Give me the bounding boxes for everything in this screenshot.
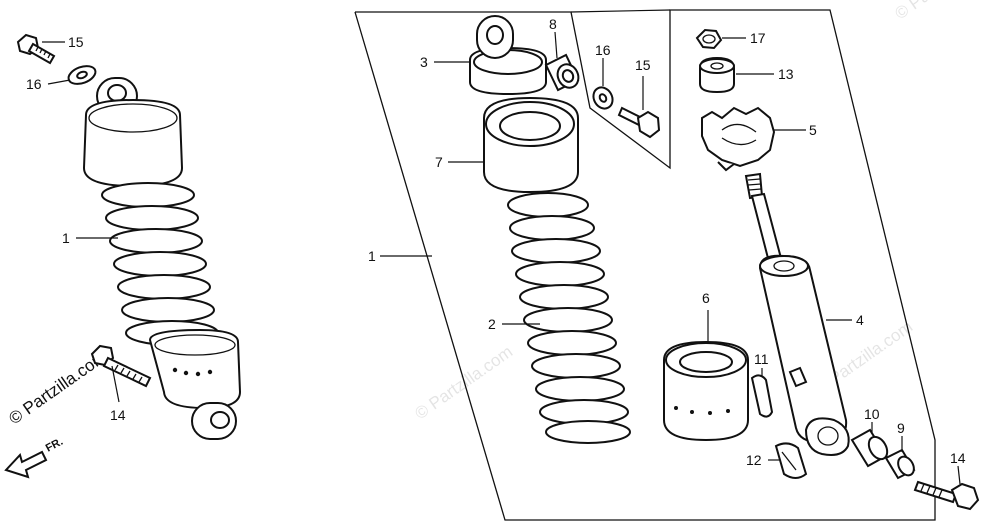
part-7-cover[interactable] [483,96,579,194]
callout-9[interactable]: 9 [897,420,905,436]
spring-left [101,182,219,346]
part-14-bolt-right[interactable] [913,480,980,511]
callout-14-left[interactable]: 14 [110,407,126,423]
part-5-retainer[interactable] [701,106,776,172]
part-17-nut[interactable] [695,28,723,50]
shock-absorber-assembled[interactable] [16,33,242,440]
part-12-clip[interactable] [774,442,808,479]
callout-1-right[interactable]: 1 [368,248,376,264]
callout-12[interactable]: 12 [746,452,762,468]
callout-14-right[interactable]: 14 [950,450,966,466]
part-15-bolt[interactable] [617,106,661,139]
callout-16-right[interactable]: 16 [595,42,611,58]
callout-6[interactable]: 6 [702,290,710,306]
callout-16-left[interactable]: 16 [26,76,42,92]
part-10-bushing[interactable] [850,428,891,468]
watermark-top-right: © Partzilla.com [891,0,989,23]
part-11-clip[interactable] [750,374,774,418]
part-8-bushing[interactable] [544,53,582,92]
part-2-spring[interactable] [507,192,631,444]
callout-15-right[interactable]: 15 [635,57,651,73]
callout-5[interactable]: 5 [809,122,817,138]
part-4-damper[interactable] [744,172,850,456]
callout-8[interactable]: 8 [549,16,557,32]
front-direction-marker: FR. [4,436,65,479]
callout-3[interactable]: 3 [420,54,428,70]
part-9-collar[interactable] [884,448,917,480]
part-13-rubber[interactable] [699,56,735,94]
part-16-washer[interactable] [590,84,617,112]
callout-7[interactable]: 7 [435,154,443,170]
front-label: FR. [44,436,65,455]
part-3-upper-seat[interactable] [469,15,547,96]
callout-11[interactable]: 11 [754,351,769,367]
washer-16-left [67,65,97,85]
exploded-frame [354,9,936,521]
callout-1-left[interactable]: 1 [62,230,70,246]
callout-17[interactable]: 17 [750,30,766,46]
bolt-15-left [16,33,56,65]
callout-4[interactable]: 4 [856,312,864,328]
callout-13[interactable]: 13 [778,66,794,82]
part-6-boot[interactable] [663,340,749,442]
callout-2[interactable]: 2 [488,316,496,332]
callout-15-left[interactable]: 15 [68,34,84,50]
callout-10[interactable]: 10 [864,406,880,422]
bolt-14-left [90,344,152,388]
